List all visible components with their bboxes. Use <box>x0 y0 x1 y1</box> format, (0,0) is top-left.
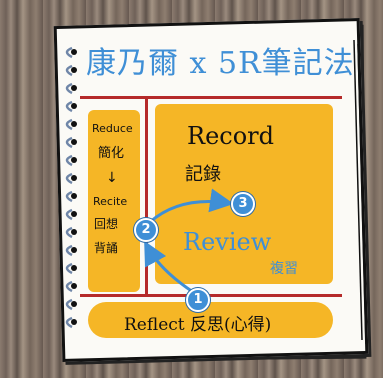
column-divider <box>145 96 148 296</box>
arrow-1-to-2 <box>144 240 194 294</box>
step-1-badge: 1 <box>186 288 210 312</box>
top-divider <box>80 96 342 99</box>
jianhua-label: 簡化 <box>98 146 125 161</box>
huixiang-label: 回想 <box>94 217 119 231</box>
recite-label: Recite <box>93 195 128 208</box>
page-title: 康乃爾 x 5R筆記法 <box>86 46 355 81</box>
reflect-label: Reflect 反思(心得) <box>124 315 272 335</box>
fuxi-label: 複習 <box>270 261 298 277</box>
record-label: Record <box>187 122 274 150</box>
arrow-2-to-3 <box>149 188 234 224</box>
jilu-label: 記錄 <box>185 164 221 185</box>
step-3-badge: 3 <box>231 192 255 216</box>
review-label: Review <box>183 228 272 256</box>
bottom-divider <box>80 294 342 297</box>
down-arrow-icon: ↓ <box>106 170 118 186</box>
summary-box <box>88 302 333 338</box>
reduce-label: Reduce <box>92 122 133 135</box>
beisong-label: 背誦 <box>94 241 119 255</box>
cue-column-box <box>88 110 140 292</box>
step-2-badge: 2 <box>134 218 158 242</box>
